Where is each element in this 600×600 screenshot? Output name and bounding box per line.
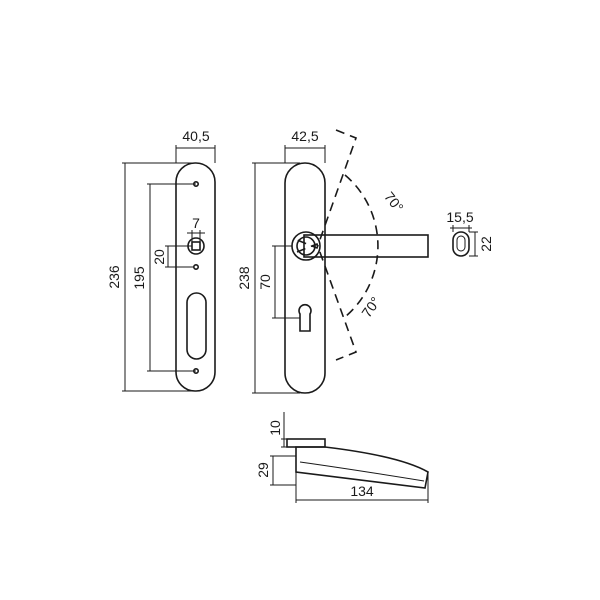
grip-section-outline xyxy=(452,231,470,257)
dim-hole-spacing: 195 xyxy=(131,266,147,290)
dim-rose-height: 10 xyxy=(267,420,283,436)
back-plate-outline xyxy=(175,162,216,392)
angle-label-upper: 70° xyxy=(381,189,407,216)
front-plate-outline xyxy=(284,162,326,394)
key-slot xyxy=(186,292,207,360)
keyhole xyxy=(298,303,312,332)
handle-rose-inner xyxy=(296,236,316,256)
dim-spindle-square: 7 xyxy=(192,215,200,231)
dim-plate-height: 236 xyxy=(106,265,122,289)
back-plate-view: 40,5 236 195 20 7 xyxy=(106,128,216,392)
lever-rotated-up xyxy=(296,129,358,250)
screw-hole-middle xyxy=(193,263,200,270)
lever-profile-edge xyxy=(299,461,425,482)
dim-spindle-offset: 20 xyxy=(151,249,167,265)
lever-side-view: 10 29 134 xyxy=(255,412,429,503)
rose-profile xyxy=(286,438,326,448)
dim-handle-plate-width: 42,5 xyxy=(291,128,318,144)
rotation-arc xyxy=(344,174,379,318)
grip-section-inner xyxy=(456,235,466,252)
dim-lever-length: 134 xyxy=(350,483,374,499)
dim-handle-plate-height: 238 xyxy=(236,266,252,290)
lever-handle xyxy=(303,234,429,258)
lever-profile xyxy=(295,446,429,489)
lever-rotated-down xyxy=(296,242,358,361)
grip-section-view: 15,5 22 xyxy=(446,209,494,257)
dim-grip-width: 15,5 xyxy=(446,209,473,225)
dim-key-offset: 70 xyxy=(257,274,273,290)
dim-lever-height: 29 xyxy=(255,462,271,478)
front-plate-view: 70° 70° 42,5 238 70 xyxy=(236,128,429,394)
spindle-square xyxy=(191,241,201,251)
dim-plate-width: 40,5 xyxy=(182,128,209,144)
dim-grip-height: 22 xyxy=(478,236,494,252)
